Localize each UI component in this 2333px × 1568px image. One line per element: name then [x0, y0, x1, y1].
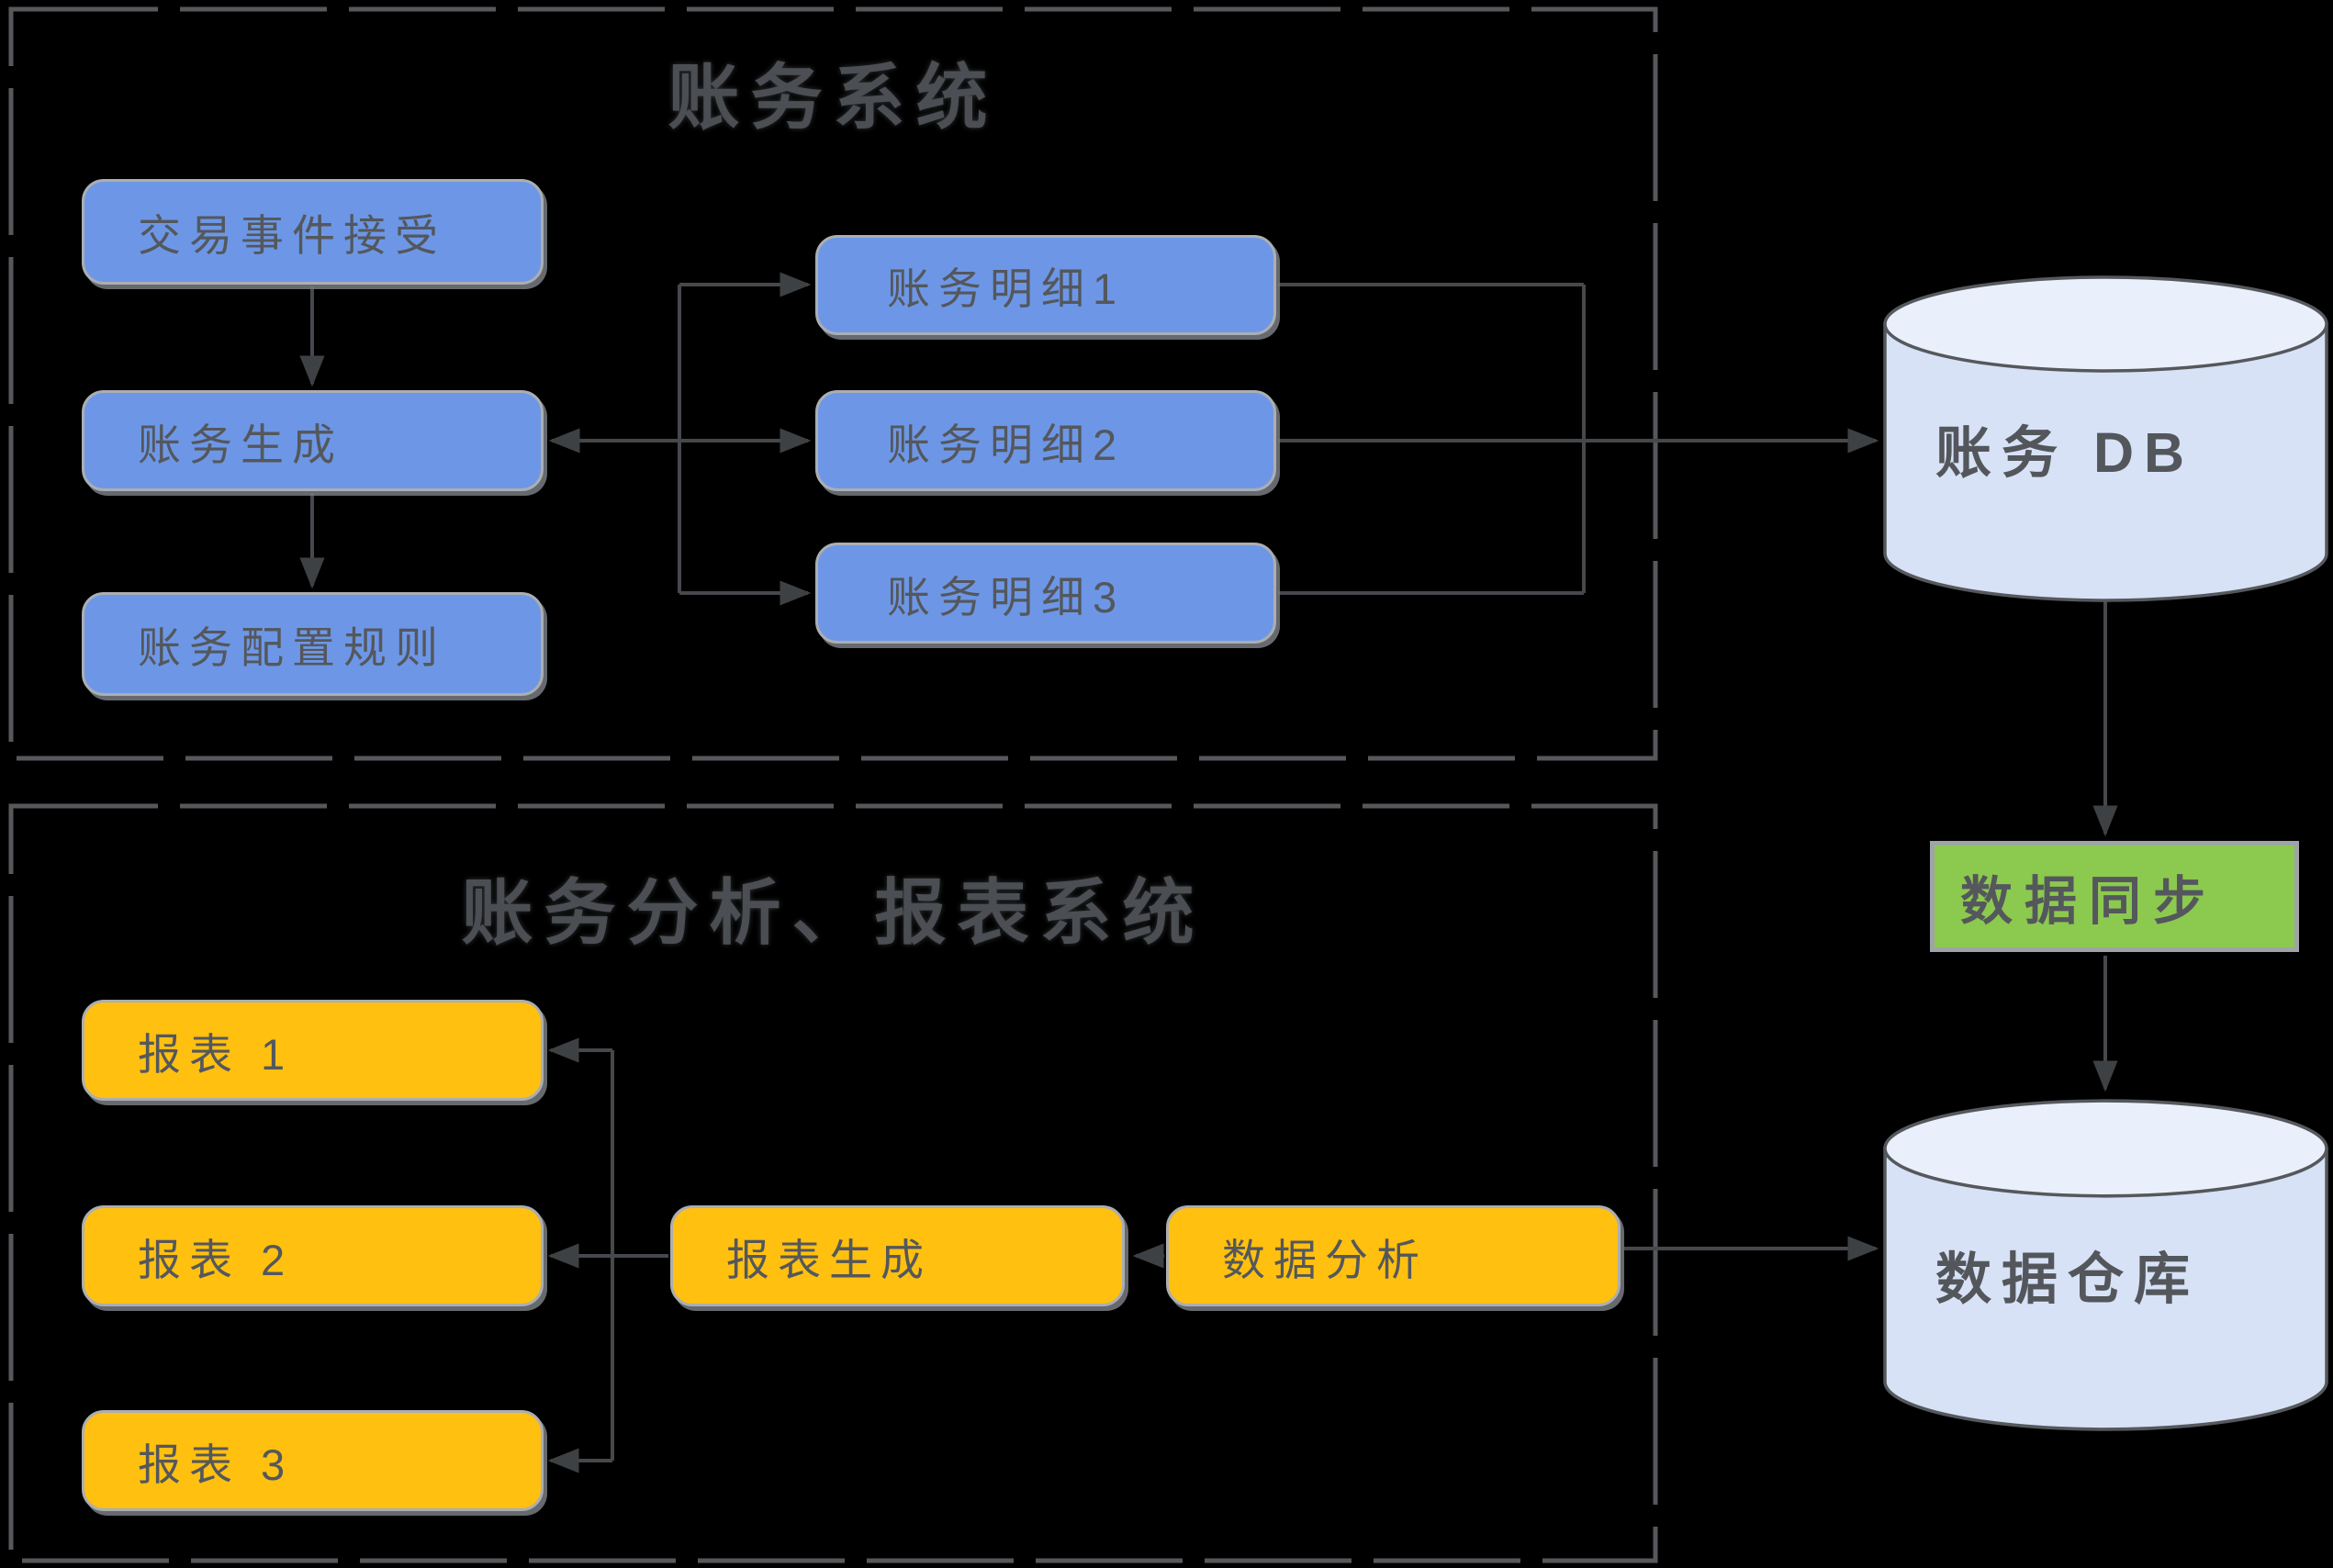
node-report-3: 报表 3: [82, 1410, 544, 1511]
node-accounting-config-rules: 账务配置规则: [82, 592, 544, 696]
cylinder-data-warehouse: 数据仓库: [1882, 1096, 2329, 1432]
cylinder-data-warehouse-label: 数据仓库: [1935, 1248, 2201, 1311]
node-accounting-detail-2: 账务明细2: [815, 390, 1276, 491]
database-cylinder-icon: [1883, 1099, 2328, 1431]
node-accounting-detail-1-label: 账务明细1: [887, 264, 1126, 313]
node-report-1: 报表 1: [82, 1000, 544, 1101]
cylinder-accounting-db: 账务 DB: [1882, 273, 2329, 603]
badge-data-sync: 数据同步: [1930, 841, 2299, 952]
node-accounting-config-rules-label: 账务配置规则: [138, 623, 446, 672]
node-report-1-label: 报表 1: [138, 1029, 294, 1079]
node-accounting-detail-3-label: 账务明细3: [887, 572, 1126, 622]
node-report-3-label: 报表 3: [138, 1439, 294, 1489]
node-report-2: 报表 2: [82, 1205, 544, 1306]
node-report-generation-label: 报表生成: [726, 1235, 932, 1284]
accounting-system-boundary: [8, 6, 1658, 761]
node-accounting-detail-2-label: 账务明细2: [887, 420, 1126, 469]
database-cylinder-icon: [1883, 275, 2328, 602]
section-title-accounting: 账务系统: [667, 57, 999, 138]
cylinder-accounting-db-label: 账务 DB: [1935, 421, 2195, 485]
node-trade-event-label: 交易事件接受: [138, 211, 446, 260]
node-accounting-generation-label: 账务生成: [138, 420, 343, 469]
node-trade-event-receive: 交易事件接受: [82, 179, 544, 285]
node-accounting-generation: 账务生成: [82, 390, 544, 491]
node-accounting-detail-3: 账务明细3: [815, 543, 1276, 644]
node-report-2-label: 报表 2: [138, 1235, 294, 1284]
node-report-generation: 报表生成: [670, 1205, 1125, 1306]
reporting-system-boundary: [8, 803, 1658, 1563]
node-data-analysis: 数据分析: [1166, 1205, 1621, 1306]
badge-data-sync-label: 数据同步: [1960, 871, 2217, 931]
section-title-reporting: 账务分析、报表系统: [461, 872, 1206, 953]
node-accounting-detail-1: 账务明细1: [815, 235, 1276, 335]
node-data-analysis-label: 数据分析: [1222, 1235, 1428, 1284]
